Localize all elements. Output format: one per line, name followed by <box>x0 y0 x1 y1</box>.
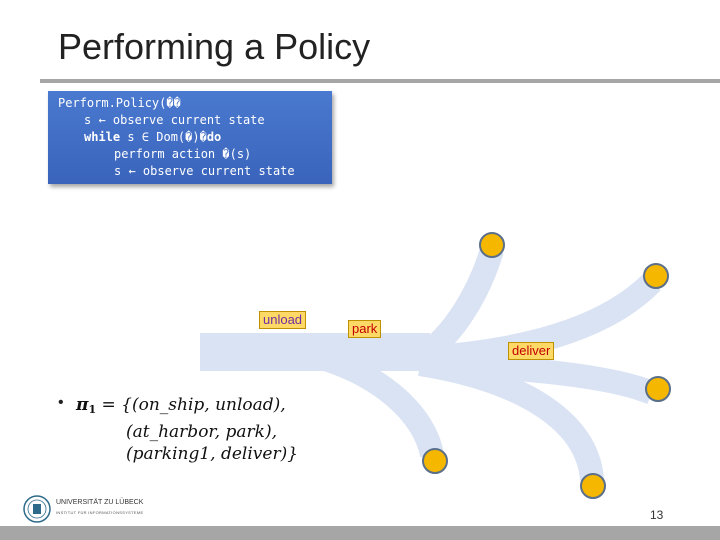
action-label-deliver: deliver <box>508 342 555 360</box>
keyword-do: do <box>206 130 222 144</box>
policy-bullet: • <box>58 394 64 411</box>
university-name: UNIVERSITÄT ZU LÜBECK <box>56 499 144 506</box>
university-seal-icon <box>23 495 51 523</box>
algorithm-line-observe-again: s ← observe current state <box>114 164 295 178</box>
footer-bar <box>0 526 720 540</box>
algorithm-line-perform: perform action �(s) <box>114 147 252 161</box>
keyword-while: while <box>84 130 121 144</box>
algorithm-line-observe: s ← observe current state <box>84 113 265 127</box>
policy-pair-3: (parking1, deliver)} <box>126 444 299 464</box>
algorithm-signature: Perform.Policy(�� <box>58 96 181 110</box>
title-divider <box>40 79 720 83</box>
branch-lower <box>418 352 604 482</box>
while-condition: s ∈ Dom(�)� <box>120 130 207 144</box>
policy-pair-1: = {(on_ship, unload), <box>96 395 286 415</box>
policy-definition: π1 = {(on_ship, unload), (at_harbor, par… <box>76 394 298 465</box>
algorithm-box: Perform.Policy(�� s ← observe current st… <box>48 91 332 184</box>
policy-pair-2: (at_harbor, park), <box>126 422 277 442</box>
university-logo: UNIVERSITÄT ZU LÜBECK INSTITUT FÜR INFOR… <box>22 493 262 527</box>
arrow-trunk <box>200 333 430 371</box>
action-label-park: park <box>348 320 382 338</box>
policy-line-1: π1 = {(on_ship, unload), <box>76 394 298 421</box>
policy-subscript: 1 <box>88 403 97 416</box>
algorithm-line-while: while s ∈ Dom(�)�do <box>84 130 221 144</box>
state-node-lower-right <box>645 376 671 402</box>
slide-title: Performing a Policy <box>58 26 371 67</box>
state-node-upper-right <box>643 263 669 289</box>
branch-upper <box>413 246 504 369</box>
action-label-unload: unload <box>259 311 307 329</box>
policy-symbol: π <box>76 395 89 415</box>
state-node-top <box>479 232 505 258</box>
state-node-bottom-mid <box>422 448 448 474</box>
institute-name: INSTITUT FÜR INFORMATIONSSYSTEME <box>56 510 144 515</box>
state-node-bottom-right <box>580 473 606 499</box>
page-number: 13 <box>650 508 664 522</box>
